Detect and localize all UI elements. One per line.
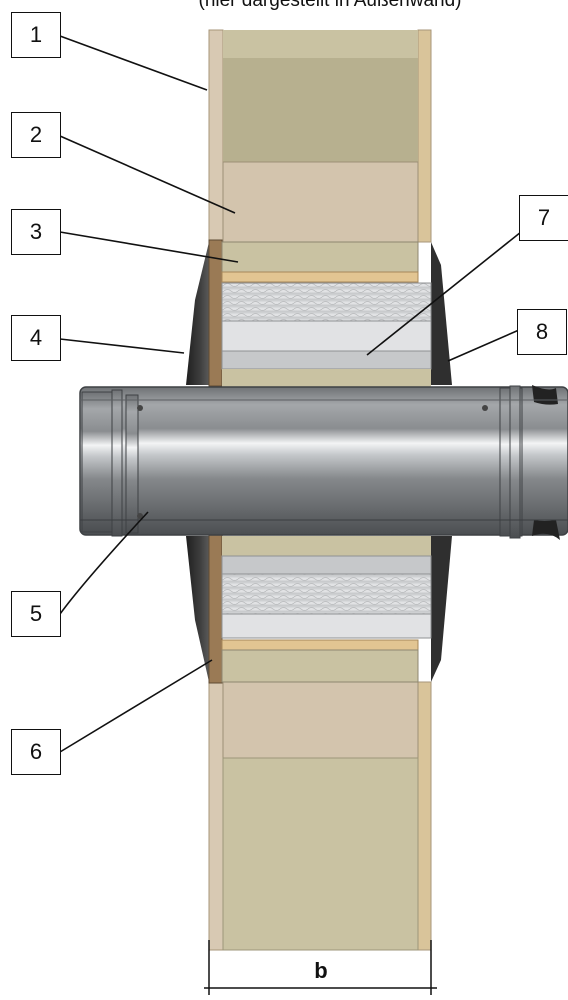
right-cone-lower — [431, 536, 452, 682]
wall-upper — [208, 29, 432, 243]
insert-wood-strip-upper — [221, 271, 419, 283]
insert-insulation-lower-top — [222, 536, 431, 556]
leader-5 — [59, 511, 149, 615]
left-cone-lower — [186, 536, 209, 682]
foil-layer-5 — [221, 573, 432, 615]
wall-gypsum-board — [222, 161, 419, 243]
wall-insulation-dark — [223, 58, 418, 162]
callout-7: 7 — [519, 195, 568, 241]
insert-insulation-lower — [221, 649, 419, 683]
left-cone-upper — [186, 242, 209, 385]
callout-2: 2 — [11, 112, 61, 158]
wall-insulation-lower — [222, 757, 419, 951]
insert-wood-strip-lower — [221, 639, 419, 651]
wall-gypsum-board-lower — [222, 681, 419, 759]
leader-7 — [366, 231, 522, 356]
callout-8: 8 — [517, 309, 567, 355]
sleeve-cones — [186, 239, 452, 684]
foil-layer-2 — [221, 320, 432, 352]
wall-outer-board-lower — [208, 681, 224, 951]
wall-inner-board — [417, 29, 432, 243]
right-cone-upper — [431, 242, 452, 385]
callout-1: 1 — [11, 12, 61, 58]
left-sleeve-plate-upper — [208, 239, 223, 387]
pipe-screw-left — [137, 405, 143, 411]
foil-layer-6 — [221, 613, 432, 639]
dimension-b-label: b — [314, 958, 328, 983]
pipe-screw-right — [482, 405, 488, 411]
pipe-ring-left-2 — [125, 394, 139, 534]
leader-lines — [59, 35, 522, 753]
sleeve-interior-lower — [221, 536, 432, 683]
flue-pipe — [79, 385, 568, 540]
leader-1 — [59, 35, 208, 91]
pipe-ring-right — [509, 385, 521, 539]
leader-4 — [59, 338, 185, 354]
dimension-b — [204, 940, 437, 995]
sleeve-interior-upper — [221, 241, 432, 387]
wall-inner-board-lower — [417, 681, 432, 951]
foil-layer-4 — [221, 555, 432, 575]
caption: (hier dargestellt in Außenwand) — [198, 0, 462, 11]
callout-6: 6 — [11, 729, 61, 775]
leader-6 — [59, 659, 213, 753]
foil-layer-3 — [221, 350, 432, 370]
leader-3 — [59, 231, 239, 263]
foil-layer-1 — [221, 282, 432, 322]
callout-3: 3 — [11, 209, 61, 255]
wall-outer-board — [208, 29, 224, 243]
callout-4: 4 — [11, 315, 61, 361]
insert-insulation-upper — [221, 241, 419, 275]
callout-5: 5 — [11, 591, 61, 637]
leader-2 — [59, 135, 236, 214]
insert-insulation-bottom — [222, 369, 431, 387]
pipe-ring-left-1 — [111, 389, 123, 537]
wall-lower — [208, 681, 432, 951]
wall-insulation-top — [223, 30, 418, 60]
pipe-screw-left-2 — [137, 513, 143, 519]
leader-8 — [447, 329, 520, 362]
pipe-body — [79, 386, 568, 536]
